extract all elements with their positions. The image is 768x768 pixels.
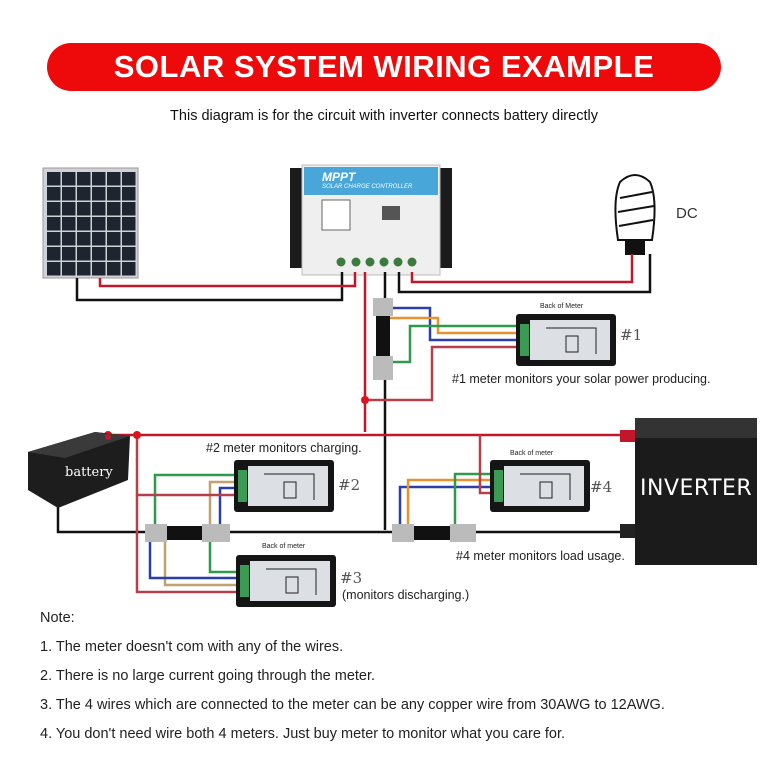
load-positive-wire [410,254,634,284]
solar-cell [92,202,106,216]
dc-label: DC [676,205,698,222]
solar-cell [92,232,106,246]
inverter [620,418,757,565]
solar-cell [107,232,121,246]
solar-cell [77,187,91,201]
solar-cell [107,247,121,261]
meter-1-description: #1 meter monitors your solar power produ… [452,372,711,386]
solar-cell [77,247,91,261]
meter-2 [234,460,334,512]
notes-heading: Note: [40,610,75,626]
solar-cell [62,262,76,276]
solar-cell [92,247,106,261]
solar-cell [62,232,76,246]
solar-cell [107,187,121,201]
battery-label: battery [65,465,113,480]
note-item: 3. The 4 wires which are connected to th… [40,697,665,713]
shunt-1 [373,298,393,380]
dc-bulb-icon [614,174,656,255]
solar-cell [47,262,61,276]
solar-cell [122,187,136,201]
usb-ports [321,199,351,231]
solar-cell [122,247,136,261]
solar-cell [122,262,136,276]
solar-cell [62,247,76,261]
meter-4-description: #4 meter monitors load usage. [456,549,625,563]
charge-controller [290,164,452,276]
controller-terminals [336,257,417,267]
rj45-port [382,206,400,220]
meter-4-caption: Back of meter [510,450,554,457]
controller-right-bracket [440,168,452,268]
solar-cell [47,172,61,186]
controller-subtitle: SOLAR CHARGE CONTROLLER [322,184,413,190]
solar-cell [122,202,136,216]
meter-3 [236,555,336,607]
controller-brand: MPPT [322,170,356,184]
meter-3-description: (monitors discharging.) [342,588,470,602]
meter-4 [490,460,590,512]
solar-cell [92,187,106,201]
solar-cell [47,202,61,216]
notes: Note: 1. The meter doesn't com with any … [40,608,665,753]
solar-cell [107,262,121,276]
meter-2-number: #2 [338,476,361,494]
shunt-4 [392,524,476,542]
junction-dot [361,396,369,404]
load-negative-wire [397,254,652,294]
battery [28,432,130,508]
solar-cell [92,262,106,276]
solar-cell [77,217,91,231]
subtitle: This diagram is for the circuit with inv… [170,108,598,124]
solar-cell [92,172,106,186]
solar-cell [107,202,121,216]
controller-label-strip [304,167,438,195]
meter-2-description: #2 meter monitors charging. [206,441,362,455]
solar-cell [122,217,136,231]
meter-1-number: #1 [620,326,643,344]
solar-cell [122,172,136,186]
junction-dot [133,431,141,439]
inverter-label: INVERTER [640,476,753,501]
note-item: 1. The meter doesn't com with any of the… [40,639,344,655]
solar-cell [62,217,76,231]
solar-cell [77,202,91,216]
solar-cell [107,217,121,231]
solar-cell [47,232,61,246]
solar-cell [107,172,121,186]
note-item: 2. There is no large current going throu… [40,668,376,684]
meter-4-number: #4 [590,478,613,496]
meter-1-caption: Back of Meter [540,303,584,310]
solar-cell [47,217,61,231]
solar-cell [77,232,91,246]
page-title: SOLAR SYSTEM WIRING EXAMPLE [113,49,655,84]
panel-positive-wire [98,272,357,288]
note-item: 4. You don't need wire both 4 meters. Ju… [40,726,566,742]
solar-cell [62,187,76,201]
meter-3-number: #3 [340,569,363,587]
solar-cell [77,262,91,276]
meter-3-caption: Back of meter [262,543,306,550]
controller-left-bracket [290,168,302,268]
shunt-2 [145,524,230,542]
solar-cell [47,247,61,261]
solar-cell [62,172,76,186]
solar-cell [47,187,61,201]
solar-panel [42,167,139,279]
solar-cell [122,232,136,246]
solar-cell [77,172,91,186]
solar-cell [92,217,106,231]
solar-cell [62,202,76,216]
title-banner: SOLAR SYSTEM WIRING EXAMPLE [47,43,721,91]
meter-1 [516,314,616,366]
